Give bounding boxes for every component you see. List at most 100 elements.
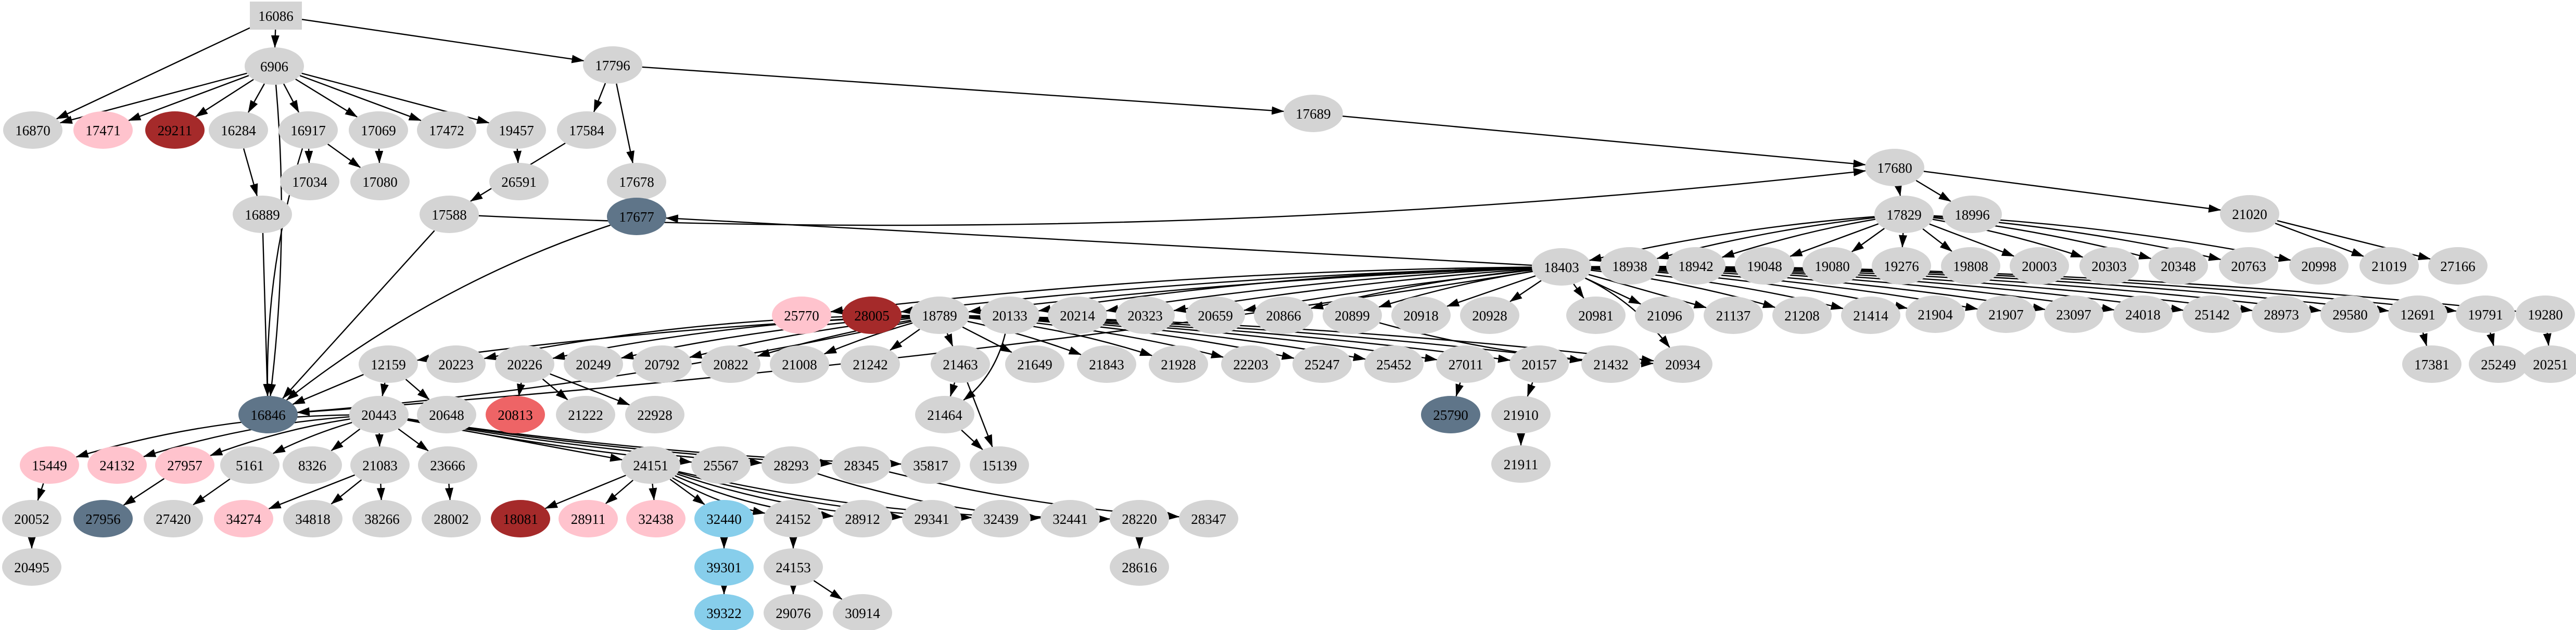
node-label: 20251 — [2533, 357, 2568, 372]
node-label: 25452 — [1376, 357, 1412, 372]
node-label: 21910 — [1503, 407, 1539, 423]
node-shape — [487, 111, 546, 149]
edge-6906-16284 — [247, 83, 265, 113]
node-shape — [1391, 297, 1451, 334]
edge-21463-21464 — [949, 382, 958, 397]
node-19276: 19276 — [1872, 247, 1931, 285]
node-shape — [1976, 295, 2036, 333]
node-shape — [701, 345, 760, 383]
node-shape — [632, 345, 692, 383]
node-label: 34274 — [226, 511, 261, 527]
node-shape — [422, 500, 481, 537]
node-shape — [1906, 295, 1965, 333]
edge-24151-18081 — [544, 474, 626, 509]
edge-18403-20928 — [1509, 280, 1542, 302]
node-label: 17472 — [429, 123, 464, 138]
node-shape — [762, 446, 821, 484]
node-16086: 16086 — [250, 2, 302, 30]
node-shape — [915, 396, 974, 433]
node-shape — [214, 500, 273, 537]
node-17680: 17680 — [1865, 149, 1924, 186]
node-label: 28973 — [2264, 307, 2299, 323]
node-20763: 20763 — [2219, 247, 2278, 285]
node-34274: 34274 — [214, 500, 273, 537]
node-39322: 39322 — [694, 594, 754, 630]
edge-18403-17677 — [665, 214, 1532, 266]
node-15139: 15139 — [970, 446, 1029, 484]
node-label: 20226 — [507, 357, 542, 372]
node-label: 38266 — [364, 511, 400, 527]
edge-20226-21222 — [542, 378, 568, 401]
node-26591: 26591 — [489, 163, 549, 200]
node-shape — [764, 548, 823, 586]
node-23097: 23097 — [2044, 295, 2103, 333]
node-shape — [283, 500, 342, 537]
node-25142: 25142 — [2182, 295, 2242, 333]
node-shape — [73, 500, 133, 537]
node-shape — [2079, 247, 2139, 285]
node-label: 8326 — [298, 458, 326, 473]
node-27166: 27166 — [2428, 247, 2488, 285]
node-shape — [607, 198, 666, 235]
edge-20133-21464 — [963, 333, 1006, 401]
node-20133: 20133 — [980, 297, 1039, 334]
node-27420: 27420 — [144, 500, 203, 537]
edge-6906-16917 — [283, 83, 300, 113]
node-shape — [155, 446, 214, 484]
node-label: 25567 — [703, 458, 739, 473]
node-17080: 17080 — [350, 163, 410, 200]
edge-16086-16870 — [56, 27, 250, 120]
node-shape — [1735, 247, 1794, 285]
node-label: 32441 — [1052, 511, 1088, 527]
node-6906: 6906 — [245, 47, 304, 85]
node-19808: 19808 — [1941, 247, 2000, 285]
node-18081: 18081 — [491, 500, 550, 537]
node-label: 21222 — [568, 407, 603, 423]
node-24018: 24018 — [2113, 295, 2173, 333]
node-label: 28345 — [844, 458, 879, 473]
node-20648: 20648 — [417, 396, 476, 433]
node-shape — [1704, 297, 1763, 334]
node-label: 24153 — [776, 560, 811, 575]
node-17677: 17677 — [607, 198, 666, 235]
node-shape — [770, 345, 829, 383]
edge-24151-24152 — [672, 477, 766, 515]
node-32438: 32438 — [626, 500, 686, 537]
node-shape — [1186, 297, 1245, 334]
node-shape — [2456, 295, 2515, 333]
node-17796: 17796 — [583, 46, 642, 84]
node-label: 16870 — [15, 123, 50, 138]
node-label: 29341 — [914, 511, 949, 527]
node-28293: 28293 — [762, 446, 821, 484]
node-label: 12159 — [371, 357, 406, 372]
node-28912: 28912 — [833, 500, 892, 537]
node-label: 20214 — [1060, 308, 1095, 324]
node-label: 20822 — [713, 357, 748, 372]
node-20495: 20495 — [2, 548, 61, 586]
node-label: 20495 — [14, 560, 49, 575]
node-shape — [495, 345, 554, 383]
node-label: 20934 — [1665, 357, 1701, 372]
edge-15449-20052 — [37, 483, 46, 501]
node-17584: 17584 — [557, 111, 616, 149]
node-25567: 25567 — [691, 446, 751, 484]
node-shape — [2010, 247, 2069, 285]
node-25770: 25770 — [772, 297, 831, 334]
node-label: 34818 — [295, 511, 331, 527]
node-shape — [280, 163, 339, 200]
node-label: 21464 — [927, 407, 962, 423]
edge-19280-20251 — [2543, 332, 2552, 346]
node-shape — [350, 446, 410, 484]
node-label: 20003 — [2022, 259, 2057, 274]
node-label: 29211 — [158, 123, 193, 138]
edge-24151-32440 — [669, 479, 705, 505]
node-label: 17069 — [361, 123, 396, 138]
edge-17796-17678 — [616, 83, 635, 164]
edge-16917-17080 — [327, 144, 361, 168]
node-19048: 19048 — [1735, 247, 1794, 285]
node-shape — [841, 345, 900, 383]
node-20899: 20899 — [1323, 297, 1382, 334]
node-shape — [349, 111, 408, 149]
node-19080: 19080 — [1803, 247, 1862, 285]
